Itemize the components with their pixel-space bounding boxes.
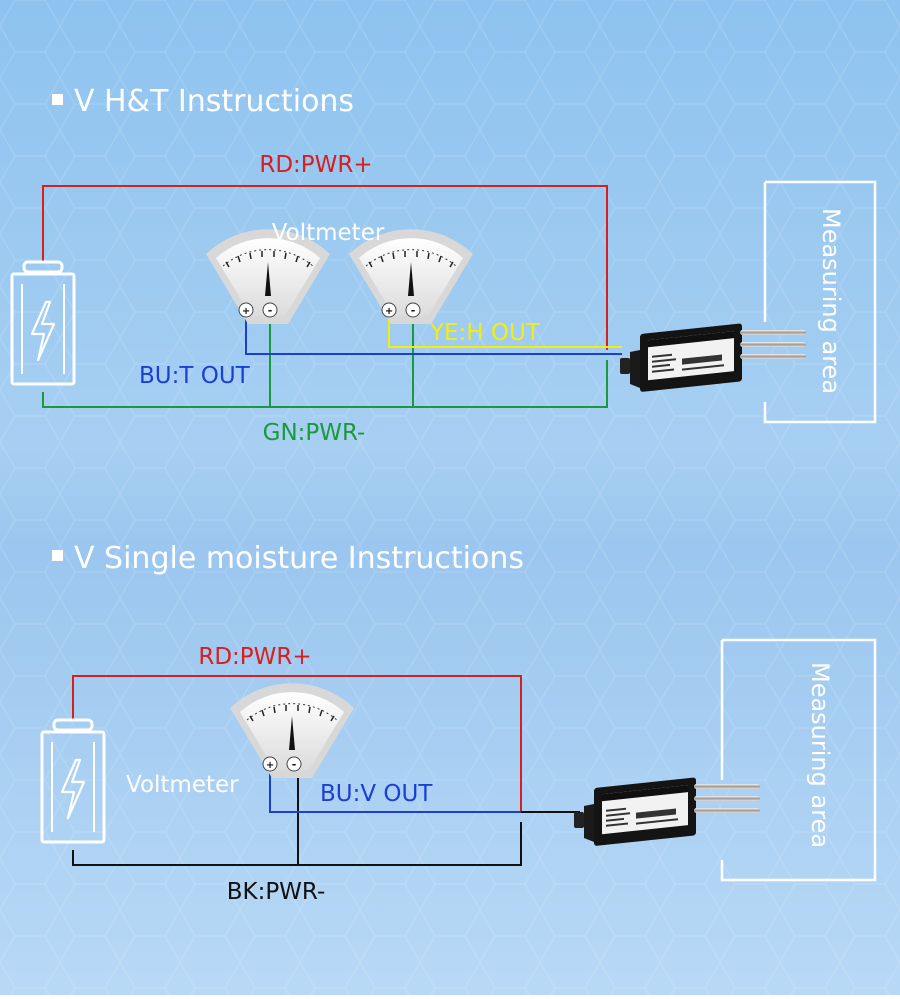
voltmeter-label: Voltmeter bbox=[126, 772, 239, 798]
measuring-area-box bbox=[763, 180, 877, 424]
section-single-moisture: V Single moisture Instructions Measuring… bbox=[40, 541, 877, 905]
blue-wire bbox=[245, 310, 622, 355]
green-wire bbox=[42, 360, 608, 408]
section-title: V Single moisture Instructions bbox=[74, 541, 524, 576]
yellow-wire-label: YE:H OUT bbox=[429, 320, 541, 346]
black-wire-label: BK:PWR- bbox=[227, 879, 326, 905]
title-bullet-icon bbox=[52, 550, 63, 561]
red-wire-label: RD:PWR+ bbox=[198, 644, 311, 670]
measuring-area-label: Measuring area bbox=[817, 208, 845, 394]
red-wire-label: RD:PWR+ bbox=[259, 152, 372, 178]
voltmeter-label: Voltmeter bbox=[272, 220, 385, 246]
blue-wire-label: BU:T OUT bbox=[139, 363, 251, 389]
blue-wire-label: BU:V OUT bbox=[320, 781, 433, 807]
red-wire bbox=[42, 185, 608, 350]
green-wire-label: GN:PWR- bbox=[263, 420, 366, 446]
red-wire bbox=[72, 675, 522, 812]
measuring-area-box bbox=[720, 638, 877, 882]
yellow-wire bbox=[388, 310, 622, 348]
title-bullet-icon bbox=[52, 94, 63, 105]
measuring-area-label: Measuring area bbox=[806, 662, 834, 848]
blue-wire bbox=[269, 768, 521, 813]
section-title: V H&T Instructions bbox=[74, 84, 354, 119]
section-ht: V H&T Instructions Measuring area RD:PWR… bbox=[10, 84, 877, 446]
